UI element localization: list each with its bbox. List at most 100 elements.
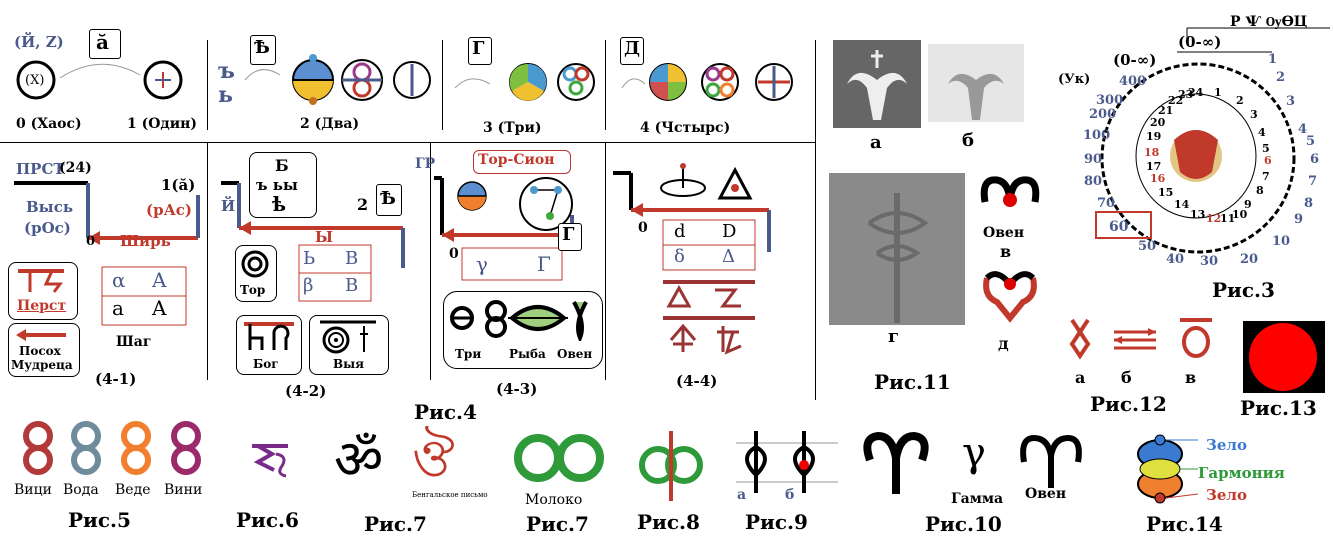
fig9-a: а — [737, 487, 747, 503]
b-letter-box — [250, 35, 276, 65]
v-label: в — [1000, 242, 1012, 261]
fig5-label-2: Веде — [115, 482, 151, 498]
inner-14: 14 — [1174, 198, 1190, 211]
beta: β — [303, 275, 314, 296]
one-label: 1 (Один) — [127, 116, 198, 132]
inner-18: 18 — [1144, 146, 1160, 159]
inner-9: 9 — [1244, 198, 1252, 211]
fig7b-rings — [514, 434, 604, 482]
fig10-oven-glyph — [1020, 434, 1082, 488]
d-small: d — [674, 221, 686, 242]
fig9-caption: Рис.9 — [745, 510, 808, 534]
fig12-a: а — [1075, 368, 1086, 387]
soft-sign: ь — [218, 82, 233, 108]
tor-label: Тор — [240, 283, 266, 297]
yery-letter: Ы — [315, 228, 334, 246]
photo-g-label: г — [888, 326, 900, 347]
fig10-caption: Рис.10 — [925, 512, 1002, 536]
label-4-2: (4-2) — [285, 382, 327, 400]
delta-small: δ — [674, 246, 685, 267]
inner-4: 4 — [1258, 126, 1266, 139]
label-4-1: (4-1) — [95, 370, 137, 388]
fig5-label-3: Вини — [164, 482, 203, 498]
right-7: 7 — [1308, 174, 1318, 189]
num-100: 100 — [1083, 128, 1111, 143]
yat-letter: ѣ — [272, 192, 287, 216]
yers-letters: ъ ьы — [256, 176, 298, 194]
right-2: 2 — [1276, 70, 1286, 85]
fig3-caption: Рис.3 — [1212, 278, 1275, 302]
num-90: 90 — [1084, 152, 1103, 167]
zero-mark-3: 0 — [449, 246, 459, 262]
fig4-3-svg — [434, 176, 574, 281]
fig5-label-0: Вици — [14, 482, 52, 498]
fig6-glyph — [252, 444, 288, 478]
inner-7: 7 — [1262, 170, 1270, 183]
inner-8: 8 — [1256, 184, 1264, 197]
num-70: 70 — [1097, 196, 1116, 211]
posokh-box — [8, 323, 80, 377]
uk-label: (Ук) — [1058, 72, 1091, 87]
num-40: 40 — [1166, 252, 1185, 267]
inner-6: 6 — [1264, 154, 1272, 167]
fig4-4-svg — [613, 163, 771, 355]
vys-label: Высь — [26, 198, 74, 216]
fig5-caption: Рис.5 — [68, 508, 131, 532]
fig8-glyph — [639, 431, 703, 501]
vyya-box — [309, 315, 389, 375]
zero-mark: 0 — [86, 234, 96, 249]
inner-22: 22 — [1168, 94, 1184, 107]
om-glyph: ॐ — [334, 428, 384, 491]
top1-letters: Р Ѱ ѸѲЦ — [1230, 14, 1308, 30]
zero-label: 0 (Хаос) — [16, 116, 82, 132]
zero-mark-4: 0 — [638, 220, 648, 236]
g-letter-box-2 — [558, 223, 582, 251]
inner-3: 3 — [1250, 108, 1258, 121]
tri-label: Три — [455, 347, 482, 361]
b-letter-2: Б — [275, 156, 289, 175]
fig11-caption: Рис.11 — [874, 370, 951, 394]
a-small: a — [112, 296, 124, 320]
num-80: 80 — [1084, 174, 1103, 189]
photo-a-label: а — [870, 132, 882, 153]
gamma-cap: Γ — [537, 252, 551, 276]
fig14-bottom: Зело — [1206, 486, 1247, 504]
gamma-small: γ — [476, 252, 488, 276]
fig14-caption: Рис.14 — [1146, 512, 1223, 536]
fig8-caption: Рис.8 — [637, 510, 700, 534]
right-4: 4 — [1298, 122, 1308, 137]
inner-13: 13 — [1190, 208, 1206, 221]
two-mark: 2 — [357, 195, 369, 214]
d-label: д — [998, 334, 1009, 353]
num-400: 400 — [1119, 74, 1147, 89]
inner-23: 23 — [1178, 88, 1194, 101]
fig4-1-svg — [14, 181, 200, 326]
inner-12: 12 — [1206, 212, 1222, 225]
A-script: A — [152, 296, 167, 320]
b-letter-box-2 — [376, 184, 402, 216]
num-300: 300 — [1096, 93, 1124, 108]
tri-ryba-oven-glyphs — [450, 300, 588, 341]
b-letter: Ѣ — [254, 37, 270, 58]
perst-label: Перст — [17, 298, 67, 314]
num-200: 200 — [1089, 107, 1117, 122]
y-letter: Й — [221, 197, 236, 215]
yz-label: (Й, Z) — [14, 33, 64, 51]
num-30: 30 — [1200, 254, 1219, 269]
bog-glyph — [244, 322, 294, 350]
photo-b — [928, 44, 1024, 122]
d-letter-box — [620, 37, 644, 65]
hard-sign: ъ — [218, 58, 235, 84]
shag-label: Шаг — [116, 334, 152, 350]
oven-glyph-v — [980, 176, 1040, 207]
chaos-circle — [16, 60, 56, 100]
fig12-caption: Рис.12 — [1090, 392, 1167, 416]
a-letter: ӑ — [96, 30, 109, 54]
fig9-glyphs — [736, 431, 838, 493]
photo-a — [833, 40, 921, 128]
arc — [59, 63, 141, 79]
fig7b-caption: Рис.7 — [526, 512, 589, 536]
inner-11: 11 — [1220, 212, 1236, 225]
delta-cap: Δ — [722, 246, 735, 267]
